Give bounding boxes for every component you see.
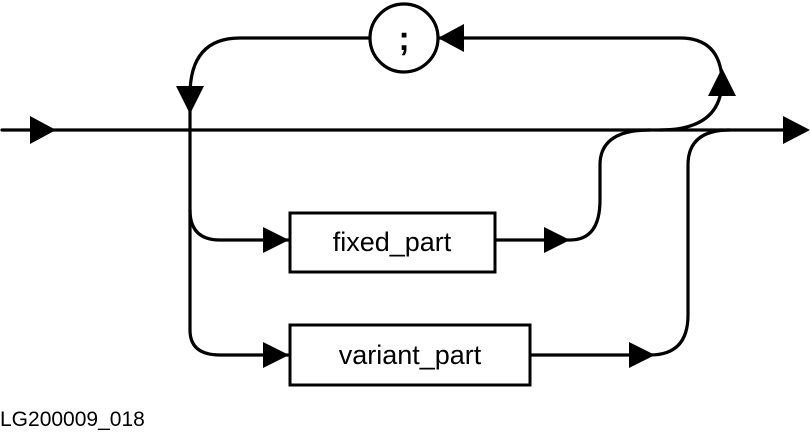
variant-part-node: variant_part [288,323,532,387]
fixed-part-label: fixed_part [333,227,452,257]
exit-arrow [783,116,810,144]
separator-label: ; [398,20,409,58]
fixed-part-out-line [494,128,652,242]
separator-in-arrow [438,24,464,52]
left-branch-fixed-line [188,208,292,242]
variant-part-in-arrow [263,342,289,368]
fixed-part-in-arrow [263,227,289,253]
variant-part-out-arrow [629,342,655,368]
left-branch-line [188,93,292,357]
variant-part-box [288,323,532,387]
figure-id: LG200009_018 [0,408,145,431]
variant-part-label: variant_part [339,340,482,370]
fixed-part-box [288,211,497,274]
separator-circle [368,2,440,74]
fixed-part-out-arrow [544,227,570,253]
separator-node: ; [368,2,440,74]
entry-arrow [30,116,56,144]
separator-loop-left [188,36,372,97]
loop-down-arrow [176,86,204,114]
separator-loop-right [438,36,724,132]
variant-part-out-line [528,128,732,357]
loop-up-arrow [708,68,736,96]
fixed-part-node: fixed_part [288,211,497,274]
